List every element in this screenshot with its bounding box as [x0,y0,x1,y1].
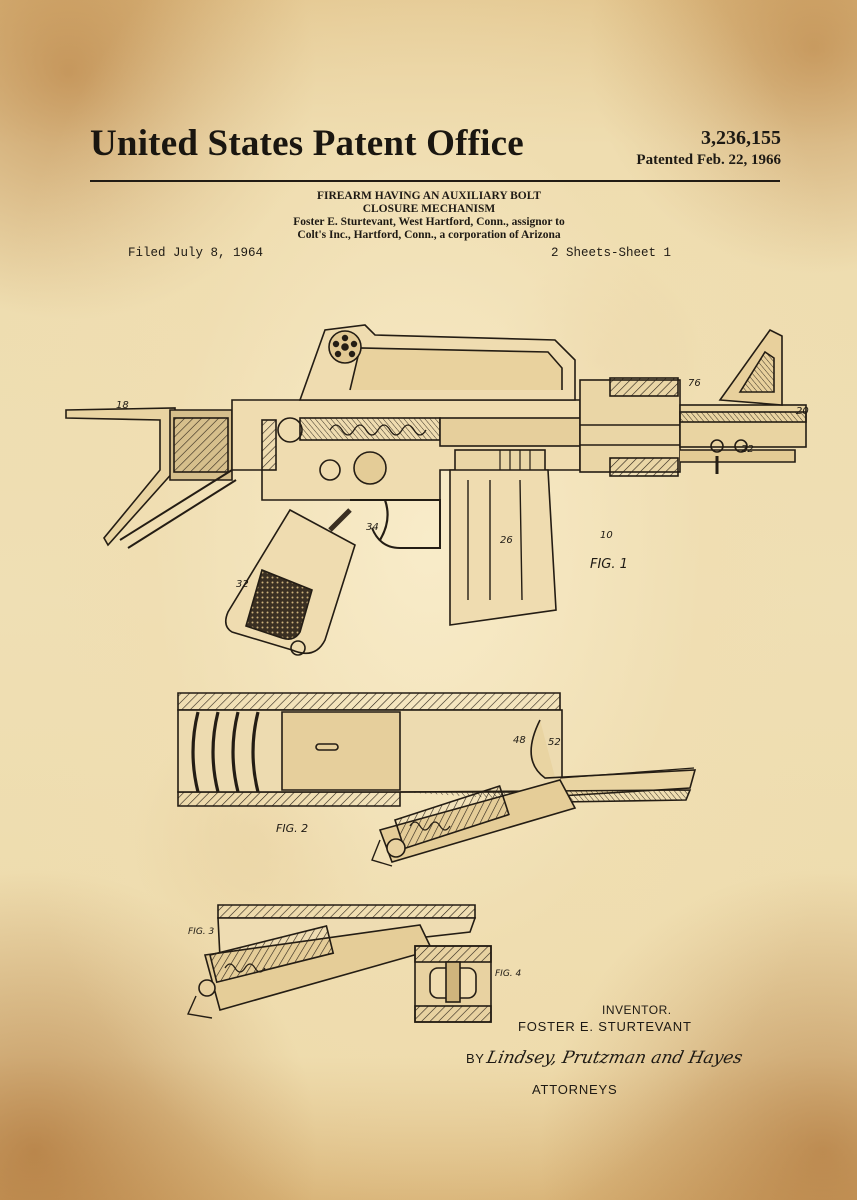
fig1-labels: 18 20 26 32 34 10 76 22 [116,378,809,590]
fig4-section [414,945,492,1023]
magazine [449,469,557,626]
label-receiver: 48 [513,735,526,746]
label-grip: 32 [236,579,249,590]
trigger-group [350,499,441,549]
fig4-label: FIG. 4 [495,969,522,979]
stock [65,407,237,549]
fig2-section [177,692,697,867]
invention-header: FIREARM HAVING AN AUXILIARY BOLT CLOSURE… [200,190,658,242]
pistol-grip [224,508,356,656]
label-assembly-ref: 10 [600,530,613,541]
filed-date: Filed July 8, 1964 [128,246,264,260]
fig1-rifle [65,324,807,656]
attorney-signature-line: BYLindsey, Prutzman and Hayes [466,1048,744,1068]
header-rule [90,180,780,182]
label-stock: 18 [116,400,129,411]
inventor-label: INVENTOR. [602,1003,672,1017]
by-prefix: BY [466,1051,485,1066]
invention-title-line1: FIREARM HAVING AN AUXILIARY BOLT [316,190,542,202]
fig2-labels: 48 52 [513,735,561,748]
label-gas-tube: 22 [741,444,754,455]
sheet-count: 2 Sheets-Sheet 1 [550,246,671,260]
fig1-label: FIG. 1 [590,557,628,572]
receiver-body [231,399,581,501]
label-barrel-end: 20 [796,406,809,417]
front-sight [718,328,783,406]
label-tube-end: 52 [548,737,561,748]
assignment-line1: Foster E. Sturtevant, West Hartford, Con… [293,216,565,228]
patented-date: Patented Feb. 22, 1966 [636,152,781,168]
fig3-section [186,904,477,1019]
carry-handle [298,324,576,401]
inventor-name: FOSTER E. STURTEVANT [518,1019,692,1034]
fig2-label: FIG. 2 [276,822,308,835]
assignment-line2: Colt's Inc., Hartford, Conn., a corporat… [297,229,561,241]
label-trigger: 34 [366,522,379,533]
patent-number: 3,236,155 [701,127,781,149]
office-title: United States Patent Office [90,123,524,164]
label-front-sight: 76 [688,378,701,389]
invention-title-line2: CLOSURE MECHANISM [362,203,496,215]
handguard [579,377,807,477]
fig3-label: FIG. 3 [188,927,215,937]
attorneys-label: ATTORNEYS [532,1082,618,1097]
label-magazine: 26 [500,535,513,546]
attorney-signature: Lindsey, Prutzman and Hayes [484,1048,744,1068]
